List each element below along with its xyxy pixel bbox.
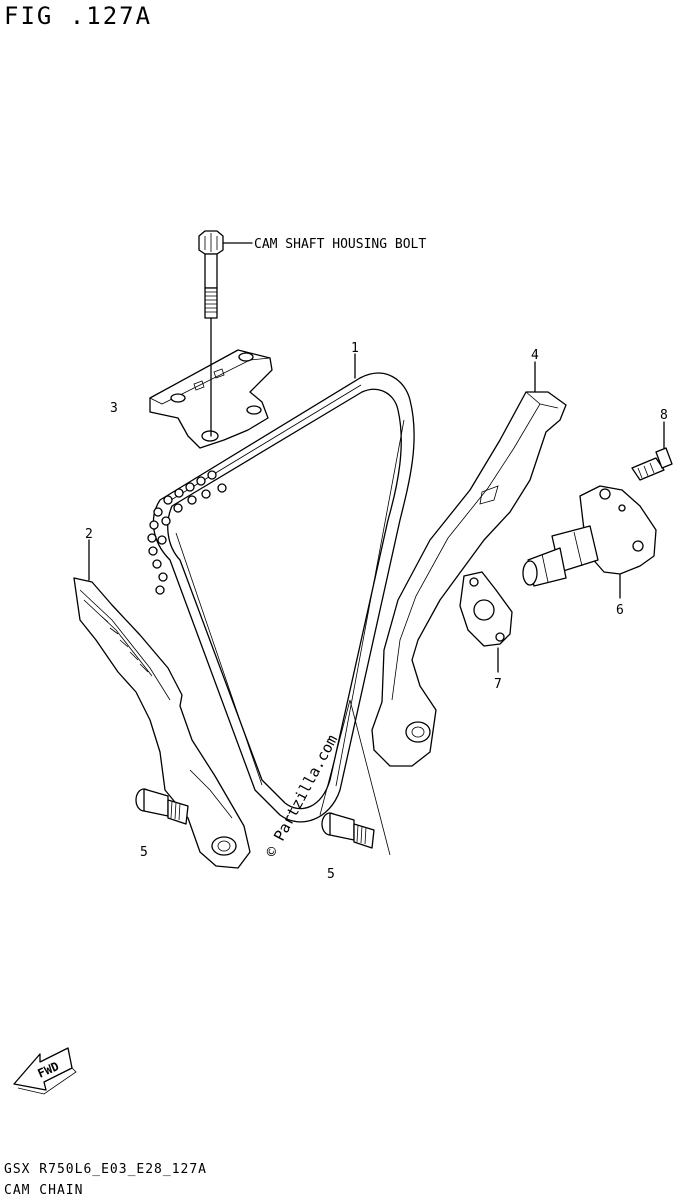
part-7-tensioner-gasket	[459, 571, 513, 673]
camshaft-housing-bolt	[198, 230, 253, 319]
callout-3: 3	[110, 401, 118, 416]
fwd-arrow-icon: FWD	[13, 1047, 77, 1095]
bolt-note-label: CAM SHAFT HOUSING BOLT	[254, 237, 426, 252]
callout-5a: 5	[140, 845, 148, 860]
callout-4: 4	[531, 348, 539, 363]
chain-links	[147, 470, 227, 595]
callout-1: 1	[351, 341, 359, 356]
partzilla-watermark: © Partzilla.com	[262, 732, 341, 860]
part-5-guide-bolt-left	[135, 788, 189, 825]
part-2-chain-guide-left	[73, 539, 251, 869]
callout-8: 8	[660, 408, 668, 423]
callout-2: 2	[85, 527, 93, 542]
part-5-guide-bolt-right	[319, 699, 391, 856]
part-4-chain-guide-right	[371, 361, 567, 767]
part-1-cam-chain	[147, 353, 415, 823]
part-3-chain-guide-upper	[149, 317, 273, 449]
callout-7: 7	[494, 677, 502, 692]
figure-name: CAM CHAIN	[4, 1183, 84, 1198]
part-8-tensioner-bolt	[631, 421, 673, 481]
part-6-chain-tensioner	[522, 485, 657, 599]
callout-6: 6	[616, 603, 624, 618]
figure-code: GSX R750L6_E03_E28_127A	[4, 1162, 208, 1177]
callout-5b: 5	[327, 867, 335, 882]
figure-title: FIG .127A	[4, 2, 153, 30]
